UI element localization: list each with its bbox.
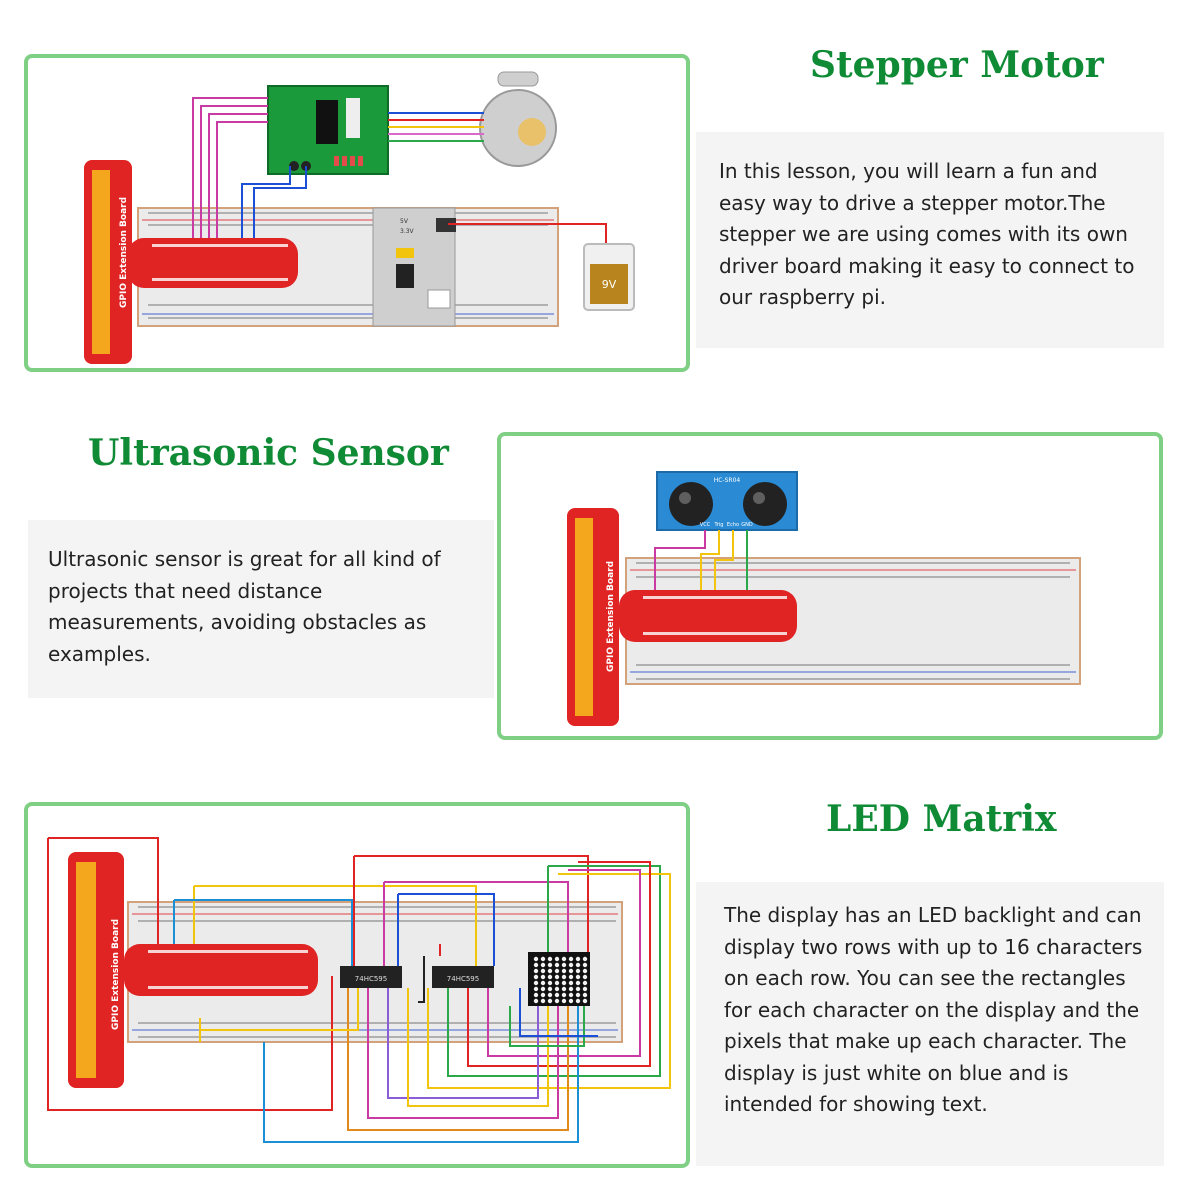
power-label-3v3: 3.3V: [400, 228, 415, 235]
matrix-wires: [47, 837, 671, 1143]
stepper-wiring-diagram: 5V 3.3V 9V: [84, 71, 635, 364]
description-panel-stepper: In this lesson, you will learn a fun and…: [696, 132, 1164, 348]
shift-register-chip-2: [432, 966, 494, 988]
description-text-ultrasonic: Ultrasonic sensor is great for all kind …: [48, 547, 441, 666]
vcc-wire: [654, 530, 706, 592]
description-panel-ultrasonic: Ultrasonic sensor is great for all kind …: [28, 520, 494, 698]
stepper-diagram-frame: 5V 3.3V 9V: [24, 54, 690, 372]
section-title-led-matrix: LED Matrix: [826, 798, 1057, 840]
power-wire-positive: [253, 166, 307, 238]
breadboard-holes: [636, 562, 1070, 680]
section-title-stepper: Stepper Motor: [810, 44, 1104, 86]
breadboard-holes: [138, 906, 616, 1038]
motor-wires: [388, 112, 484, 142]
battery-label: 9V: [602, 278, 617, 291]
description-text-stepper: In this lesson, you will learn a fun and…: [719, 159, 1135, 309]
pin-label-echo: Echo: [727, 522, 739, 528]
gpio-t-connector: [124, 944, 318, 996]
trig-wire: [700, 530, 720, 592]
power-wire-negative: [241, 166, 291, 238]
gpio-t-connector: [128, 238, 298, 288]
power-label-5v: 5V: [400, 218, 409, 225]
chip-label-2: 74HC595: [447, 975, 479, 983]
gpio-pin-header: [76, 862, 96, 1078]
section-title-ultrasonic: Ultrasonic Sensor: [88, 432, 449, 474]
led-dot-matrix: [528, 952, 590, 1006]
sensor-transmitter: [669, 482, 713, 526]
pin-label-vcc: VCC: [700, 522, 711, 528]
breadboard-holes: [148, 212, 548, 319]
led-matrix-diagram-frame: 74HC595 74HC595: [24, 802, 690, 1168]
gpio-pin-header: [575, 518, 593, 716]
gpio-board-label: GPIO Extension Board: [111, 919, 121, 1030]
gpio-t-connector: [619, 590, 797, 642]
sensor-label: HC-SR04: [714, 477, 741, 484]
driver-ic-chip: [316, 100, 338, 144]
gpio-pin-header: [92, 170, 110, 354]
led-matrix-wiring-diagram: 74HC595 74HC595: [47, 837, 671, 1143]
echo-wire: [714, 530, 734, 592]
gpio-board-label: GPIO Extension Board: [606, 561, 616, 672]
chip-label-1: 74HC595: [355, 975, 387, 983]
description-text-led-matrix: The display has an LED backlight and can…: [724, 903, 1143, 1116]
pin-label-trig: Trig: [714, 522, 724, 528]
gpio-board-label: GPIO Extension Board: [119, 197, 129, 308]
ultrasonic-wiring-diagram: HC-SR04 VCC Trig Echo GND GPIO Extension…: [567, 471, 1081, 726]
pin-label-gnd: GND: [741, 522, 753, 528]
ultrasonic-diagram-frame: HC-SR04 VCC Trig Echo GND GPIO Extension…: [497, 432, 1163, 740]
shift-register-chip-1: [340, 966, 402, 988]
sensor-receiver: [743, 482, 787, 526]
description-panel-led-matrix: The display has an LED backlight and can…: [696, 882, 1164, 1166]
battery-wire: [448, 223, 607, 244]
led-matrix-dots: [533, 956, 588, 1004]
signal-wires: [192, 97, 268, 238]
